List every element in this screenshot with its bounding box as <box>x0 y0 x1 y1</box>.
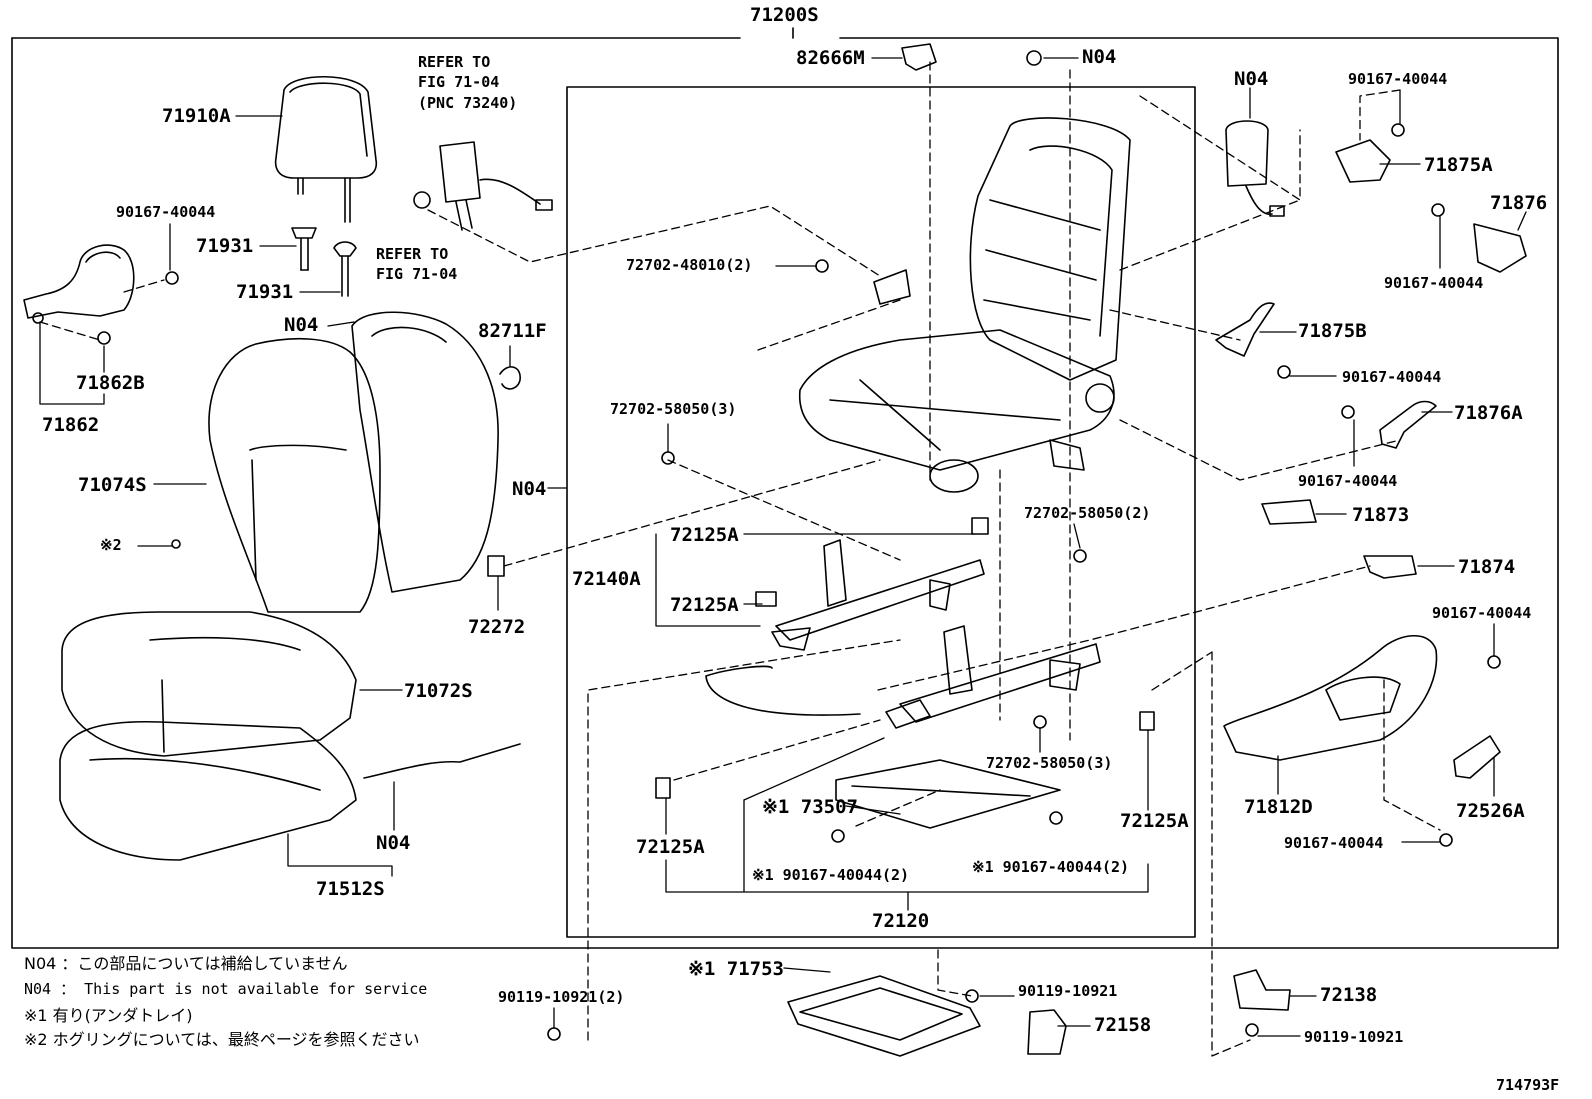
seatback-cover <box>208 338 381 613</box>
part-71876a: 71876A <box>1454 402 1523 424</box>
side-shield <box>23 244 179 345</box>
part-71873: 71873 <box>1352 504 1410 526</box>
part-n04-frame: N04 <box>512 478 547 500</box>
part-72272: 72272 <box>468 616 526 638</box>
note-1: ※1 有り(アンダトレイ) <box>24 1006 193 1025</box>
part-72702-58050-a: 72702-58050(3) <box>610 400 737 418</box>
part-71876: 71876 <box>1490 192 1548 214</box>
note-2: ※2 ホグリングについては、最終ページを参照ください <box>24 1030 420 1049</box>
part-90167-40044-i: 90167-40044 <box>1284 834 1384 852</box>
part-n04-top: N04 <box>1082 46 1117 68</box>
hog-ring <box>171 539 181 549</box>
clip-n04-top <box>1026 50 1042 66</box>
part-73507: ※1 73507 <box>762 796 858 818</box>
part-72125a-d: 72125A <box>1120 810 1189 832</box>
part-72140a: 72140A <box>572 568 641 590</box>
part-90167-40044-b: ※1 90167-40044(2) <box>752 866 910 884</box>
part-71874: 71874 <box>1458 556 1516 578</box>
upper-track <box>755 517 989 651</box>
part-82711f: 82711F <box>478 320 547 342</box>
lower-track <box>885 625 1101 729</box>
bracket-72125a-d <box>1139 711 1155 731</box>
part-72138: 72138 <box>1320 984 1378 1006</box>
part-72702-58050-b: 72702-58050(2) <box>1024 504 1151 522</box>
part-72125a-a: 72125A <box>670 524 739 546</box>
figure-id: 714793F <box>1496 1076 1560 1094</box>
seat-frame-box <box>566 86 1196 938</box>
part-71862: 71862 <box>42 414 100 436</box>
bracket-71873 <box>1261 499 1317 525</box>
part-71931-b: 71931 <box>236 281 294 303</box>
part-72125a-b: 72125A <box>670 594 739 616</box>
headrest <box>274 75 378 223</box>
part-71753: ※1 71753 <box>688 958 784 980</box>
part-90167-40044-c: ※1 90167-40044(2) <box>972 858 1130 876</box>
seat-wire <box>363 743 521 779</box>
part-90119-10921-b: 90119-10921 <box>1018 982 1118 1000</box>
clip-72272 <box>487 555 505 577</box>
part-71875a: 71875A <box>1424 154 1493 176</box>
headrest-guides <box>291 227 357 297</box>
bracket-71874 <box>1363 555 1417 579</box>
assembly-label-71200s: 71200S <box>750 4 819 26</box>
part-72526a: 72526A <box>1456 800 1525 822</box>
part-82666m: 82666M <box>796 47 865 69</box>
note-ring-mark: ※2 <box>100 536 122 554</box>
part-71812d: 71812D <box>1244 796 1313 818</box>
cushion-cover <box>61 611 357 757</box>
bolts <box>547 123 1501 1041</box>
side-garnish <box>1223 635 1438 761</box>
part-72120: 72120 <box>872 910 930 932</box>
bracket-72138 <box>1233 969 1291 1011</box>
part-90119-10921-a: 90119-10921(2) <box>498 988 625 1006</box>
part-90167-40044-d: 90167-40044 <box>1348 70 1448 88</box>
refer-anchor: REFER TO FIG 71-04 <box>376 245 458 284</box>
part-71931-a: 71931 <box>196 235 254 257</box>
part-n04-airbag: N04 <box>1234 68 1269 90</box>
part-90167-40044-e: 90167-40044 <box>1384 274 1484 292</box>
part-71074s: 71074S <box>78 474 147 496</box>
bracket-82666m <box>901 43 937 71</box>
knob-72526a <box>1453 735 1501 779</box>
part-90167-40044-a: 90167-40044 <box>116 203 216 221</box>
spring-wire <box>705 665 1061 829</box>
bracket-72702 <box>873 269 911 305</box>
note-n04-jp: N04 ：この部品については補給していません <box>24 954 348 973</box>
part-72158: 72158 <box>1094 1014 1152 1036</box>
under-tray <box>787 975 981 1057</box>
part-90167-40044-f: 90167-40044 <box>1342 368 1442 386</box>
part-71875b: 71875B <box>1298 320 1367 342</box>
part-72125a-c: 72125A <box>636 836 705 858</box>
part-90119-10921-c: 90119-10921 <box>1304 1028 1404 1046</box>
shield-71875a <box>1335 139 1391 183</box>
bracket-72158 <box>1027 1009 1067 1055</box>
refer-seat-belt: REFER TO FIG 71-04 (PNC 73240) <box>418 53 518 112</box>
bracket-72125a-c <box>655 777 671 799</box>
part-71862b: 71862B <box>76 372 145 394</box>
leader-lines <box>39 57 1527 1037</box>
note-n04-en: N04 ： This part is not available for ser… <box>24 980 428 998</box>
side-airbag <box>1225 120 1285 217</box>
part-90167-40044-g: 90167-40044 <box>1298 472 1398 490</box>
clip-82711f <box>499 366 521 390</box>
part-72702-58050-c: 72702-58050(3) <box>986 754 1113 772</box>
cushion-pad <box>59 720 357 861</box>
part-71072s: 71072S <box>404 680 473 702</box>
seat-frame <box>798 117 1131 493</box>
dashed-leaders <box>39 61 1441 1057</box>
outer-frame <box>11 27 1559 949</box>
part-71910a: 71910A <box>162 105 231 127</box>
back-pad <box>351 311 499 593</box>
part-n04-cushion: N04 <box>376 832 411 854</box>
lever-71875b <box>1215 302 1275 357</box>
part-90167-40044-h: 90167-40044 <box>1432 604 1532 622</box>
lever-71876a <box>1379 400 1437 449</box>
part-71512s: 71512S <box>316 878 385 900</box>
part-72702-48010: 72702-48010(2) <box>626 256 753 274</box>
part-n04-back: N04 <box>284 314 319 336</box>
buckle <box>413 141 553 231</box>
shield-71876 <box>1473 223 1527 273</box>
